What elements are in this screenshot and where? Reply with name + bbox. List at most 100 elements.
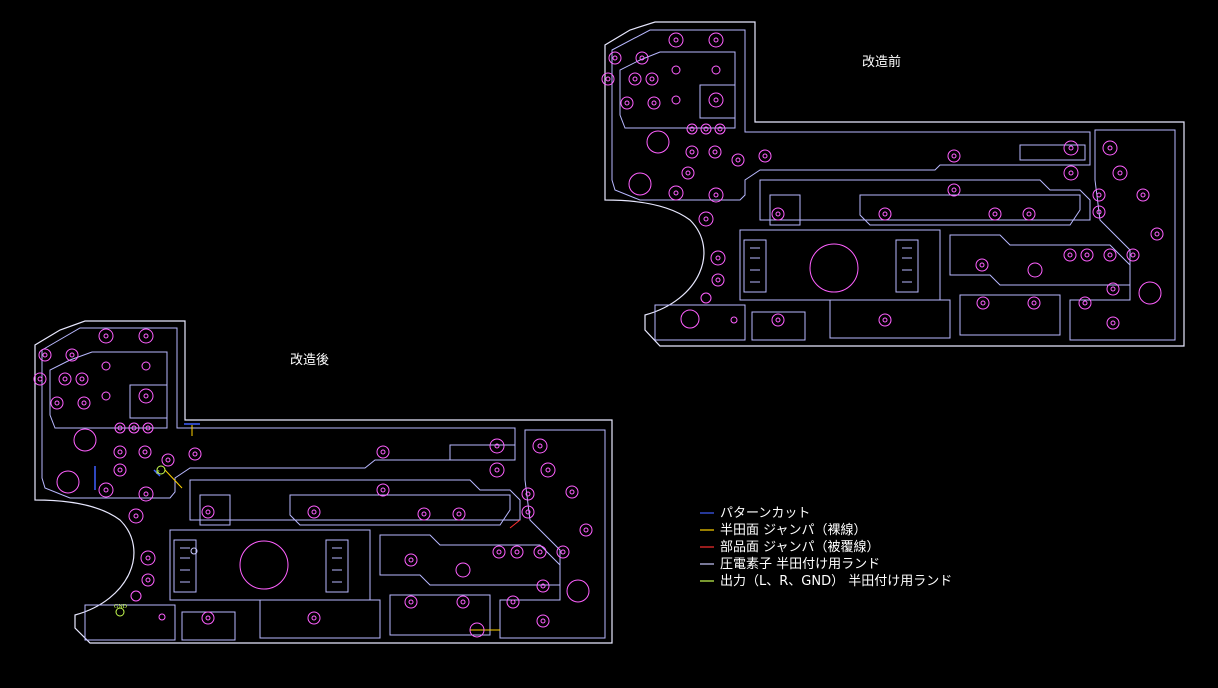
pad <box>758 149 772 163</box>
legend-label: 部品面 ジャンパ（被覆線） <box>720 539 879 555</box>
piezo-circle-after <box>239 540 289 590</box>
pad <box>947 183 961 197</box>
pad-hole <box>421 511 427 517</box>
pad <box>620 96 634 110</box>
pad <box>114 422 126 434</box>
pad-hole <box>525 509 531 515</box>
pad-hole <box>311 615 317 621</box>
pad-hole <box>131 425 137 431</box>
pad-hole <box>882 211 888 217</box>
pad <box>128 508 144 524</box>
pad-hole <box>540 583 546 589</box>
board-after-pads <box>33 328 593 638</box>
pad <box>698 211 714 227</box>
pad-hole <box>311 509 317 515</box>
pad-hole <box>145 577 151 583</box>
pad <box>601 72 615 86</box>
pad <box>1092 188 1106 202</box>
pad-hole <box>1067 252 1073 258</box>
pad <box>138 486 154 502</box>
pad <box>142 422 154 434</box>
pad <box>1112 165 1128 181</box>
pad <box>521 505 535 519</box>
pad-hole <box>117 467 123 473</box>
pad <box>708 92 724 108</box>
pad-hole <box>192 451 198 457</box>
pad-hole <box>496 549 502 555</box>
pad <box>540 462 556 478</box>
pad <box>161 453 175 467</box>
pad-hole <box>117 449 123 455</box>
pad <box>489 438 505 454</box>
pad <box>73 428 97 452</box>
pad-hole <box>762 153 768 159</box>
pad-hole <box>1096 209 1102 215</box>
pad-hole <box>494 467 500 473</box>
pad-hole <box>494 443 500 449</box>
pad <box>681 166 695 180</box>
pad-hole <box>951 153 957 159</box>
pad <box>138 328 154 344</box>
pad <box>700 123 712 135</box>
pad-hole <box>1110 320 1116 326</box>
pad <box>138 388 154 404</box>
pad-hole <box>979 262 985 268</box>
pad-hole <box>715 255 721 261</box>
pad-hole <box>651 100 657 106</box>
pad-hole <box>992 211 998 217</box>
pad <box>536 614 550 628</box>
pad <box>635 51 649 65</box>
pad-hole <box>540 618 546 624</box>
pad <box>98 482 114 498</box>
title-before: 改造前 <box>862 54 901 70</box>
pad-hole <box>143 393 149 399</box>
pad-hole <box>1107 145 1113 151</box>
pad <box>77 396 91 410</box>
pad <box>771 207 785 221</box>
pad <box>680 309 700 329</box>
pad-hole <box>569 489 575 495</box>
pad-hole <box>145 555 151 561</box>
pad <box>404 595 418 609</box>
pad-hole <box>560 549 566 555</box>
pad <box>947 149 961 163</box>
pad <box>668 32 684 48</box>
pad-hole <box>54 400 60 406</box>
pad-hole <box>1110 286 1116 292</box>
pad <box>101 361 111 371</box>
pad <box>671 95 681 105</box>
pad <box>1102 140 1118 156</box>
pad <box>50 396 64 410</box>
pad-hole <box>1082 300 1088 306</box>
board-after-traces <box>41 327 606 641</box>
pad <box>101 391 111 401</box>
pad <box>646 130 670 154</box>
pad-hole <box>103 333 109 339</box>
pad <box>668 185 684 201</box>
pad-hole <box>205 615 211 621</box>
board-before <box>601 21 1185 347</box>
pad-hole <box>79 376 85 382</box>
pad-hole <box>1130 252 1136 258</box>
pad <box>730 316 738 324</box>
pad-hole <box>639 55 645 61</box>
pad-hole <box>713 192 719 198</box>
pad <box>1092 205 1106 219</box>
pad <box>556 545 570 559</box>
pad-hole <box>632 76 638 82</box>
legend-label: 圧電素子 半田付け用ランド <box>720 557 880 572</box>
pad-hole <box>735 157 741 163</box>
pad-hole <box>81 400 87 406</box>
pad <box>714 123 726 135</box>
pad <box>38 348 52 362</box>
pad-hole <box>951 187 957 193</box>
pad <box>565 485 579 499</box>
pad <box>878 313 892 327</box>
pad-hole <box>69 352 75 358</box>
pad <box>1078 296 1092 310</box>
pad-hole <box>775 211 781 217</box>
board-before-traces <box>611 29 1176 341</box>
pad-hole <box>703 216 709 222</box>
